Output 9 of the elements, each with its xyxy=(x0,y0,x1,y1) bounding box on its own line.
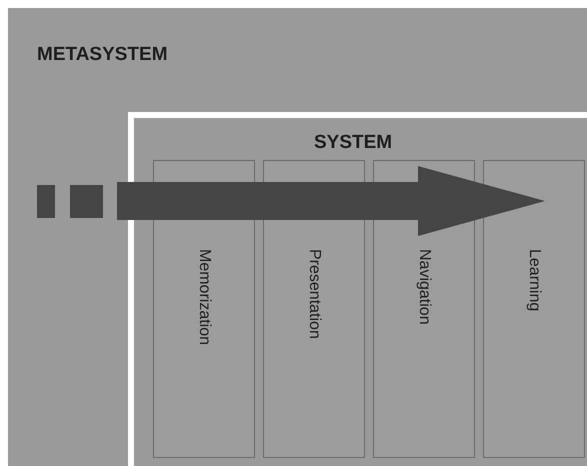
system-panel xyxy=(128,112,587,466)
panel-title: METASYSTEM xyxy=(37,44,168,66)
column-box xyxy=(483,160,585,458)
column-label: Presentation xyxy=(305,249,323,339)
column-label: Navigation xyxy=(415,249,433,325)
column-label: Memorization xyxy=(195,249,213,346)
column-label: Learning xyxy=(525,249,543,312)
metasystem-panel xyxy=(8,8,587,466)
panel-title: SYSTEM xyxy=(314,132,392,154)
